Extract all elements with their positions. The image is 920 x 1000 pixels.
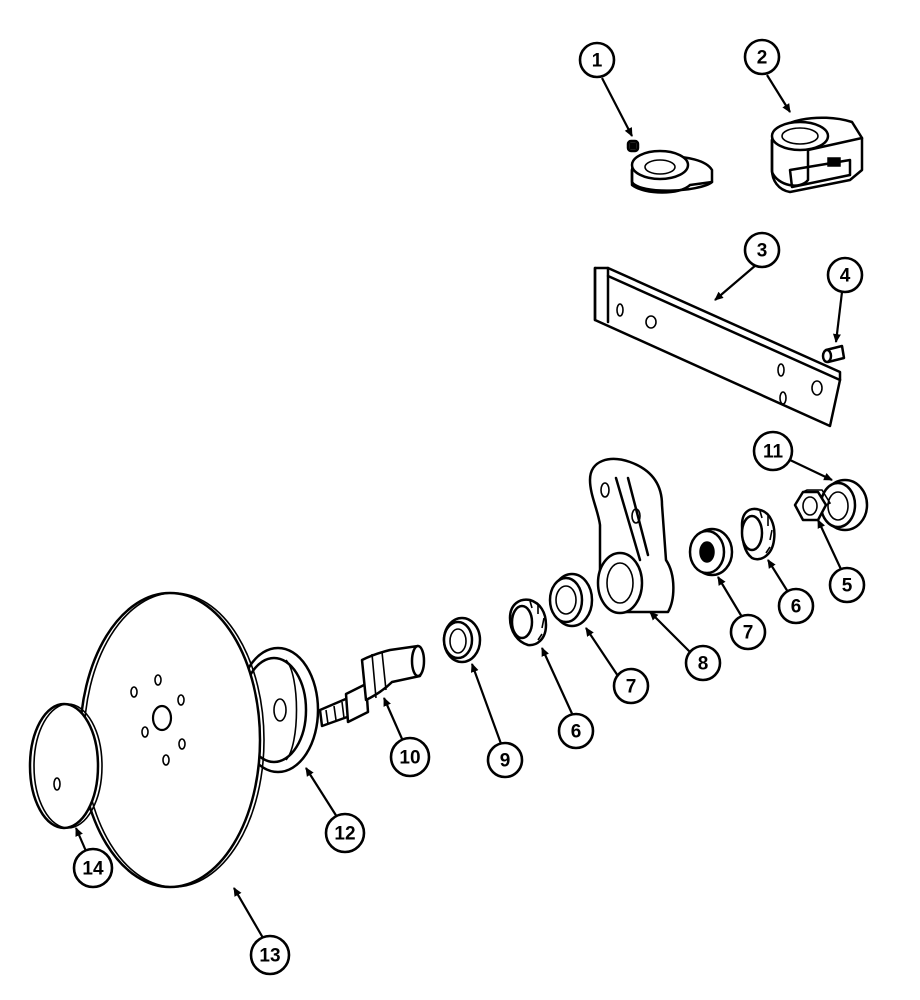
callout-10: 10 — [389, 736, 431, 778]
part-spindle-shaft — [318, 644, 426, 728]
callout-8: 8 — [684, 644, 722, 682]
callout-label: 14 — [82, 859, 104, 880]
callout-label: 1 — [592, 51, 603, 72]
callout-7-lower: 7 — [612, 667, 650, 705]
callout-label: 9 — [500, 751, 511, 772]
callout-label: 7 — [626, 677, 637, 698]
callout-label: 10 — [399, 748, 420, 769]
callout-label: 6 — [571, 722, 582, 743]
callout-label: 8 — [698, 654, 709, 675]
callout-5: 5 — [828, 566, 866, 604]
callout-9: 9 — [486, 741, 524, 779]
callout-label: 2 — [757, 48, 768, 69]
callout-label: 11 — [763, 442, 784, 463]
part-knife-bar — [593, 266, 842, 428]
part-clamp-block — [770, 116, 864, 194]
part-castle-nut-lower — [508, 598, 548, 647]
callout-7-upper: 7 — [729, 613, 767, 651]
part-hex-nut — [793, 489, 832, 522]
part-pin — [821, 344, 846, 364]
callout-2: 2 — [743, 38, 781, 76]
callout-3: 3 — [743, 231, 781, 269]
callout-label: 6 — [791, 597, 802, 618]
callout-6-upper: 6 — [777, 587, 815, 625]
callout-11: 11 — [752, 430, 794, 472]
callout-label: 13 — [259, 946, 280, 967]
part-coulter-disc — [78, 591, 265, 889]
callout-6-lower: 6 — [557, 712, 595, 750]
part-clamp-collar — [626, 139, 714, 194]
part-seal-cap — [819, 478, 869, 532]
part-bearing-cup-upper — [688, 527, 734, 577]
part-hub-arm — [588, 457, 675, 615]
callout-label: 4 — [840, 266, 851, 287]
callout-13: 13 — [249, 934, 291, 976]
callout-12: 12 — [324, 812, 366, 854]
part-dust-cap — [28, 702, 103, 830]
callout-14: 14 — [72, 847, 114, 889]
part-castle-nut-upper — [740, 507, 776, 561]
callout-label: 3 — [757, 241, 768, 262]
part-seal-ring — [442, 616, 482, 664]
callout-label: 7 — [743, 623, 754, 644]
part-bearing-cup-lower — [548, 572, 594, 628]
callout-1: 1 — [578, 41, 616, 79]
leader-lines — [74, 74, 847, 951]
callout-4: 4 — [826, 256, 864, 294]
callout-label: 5 — [842, 576, 853, 597]
callout-label: 12 — [334, 824, 355, 845]
